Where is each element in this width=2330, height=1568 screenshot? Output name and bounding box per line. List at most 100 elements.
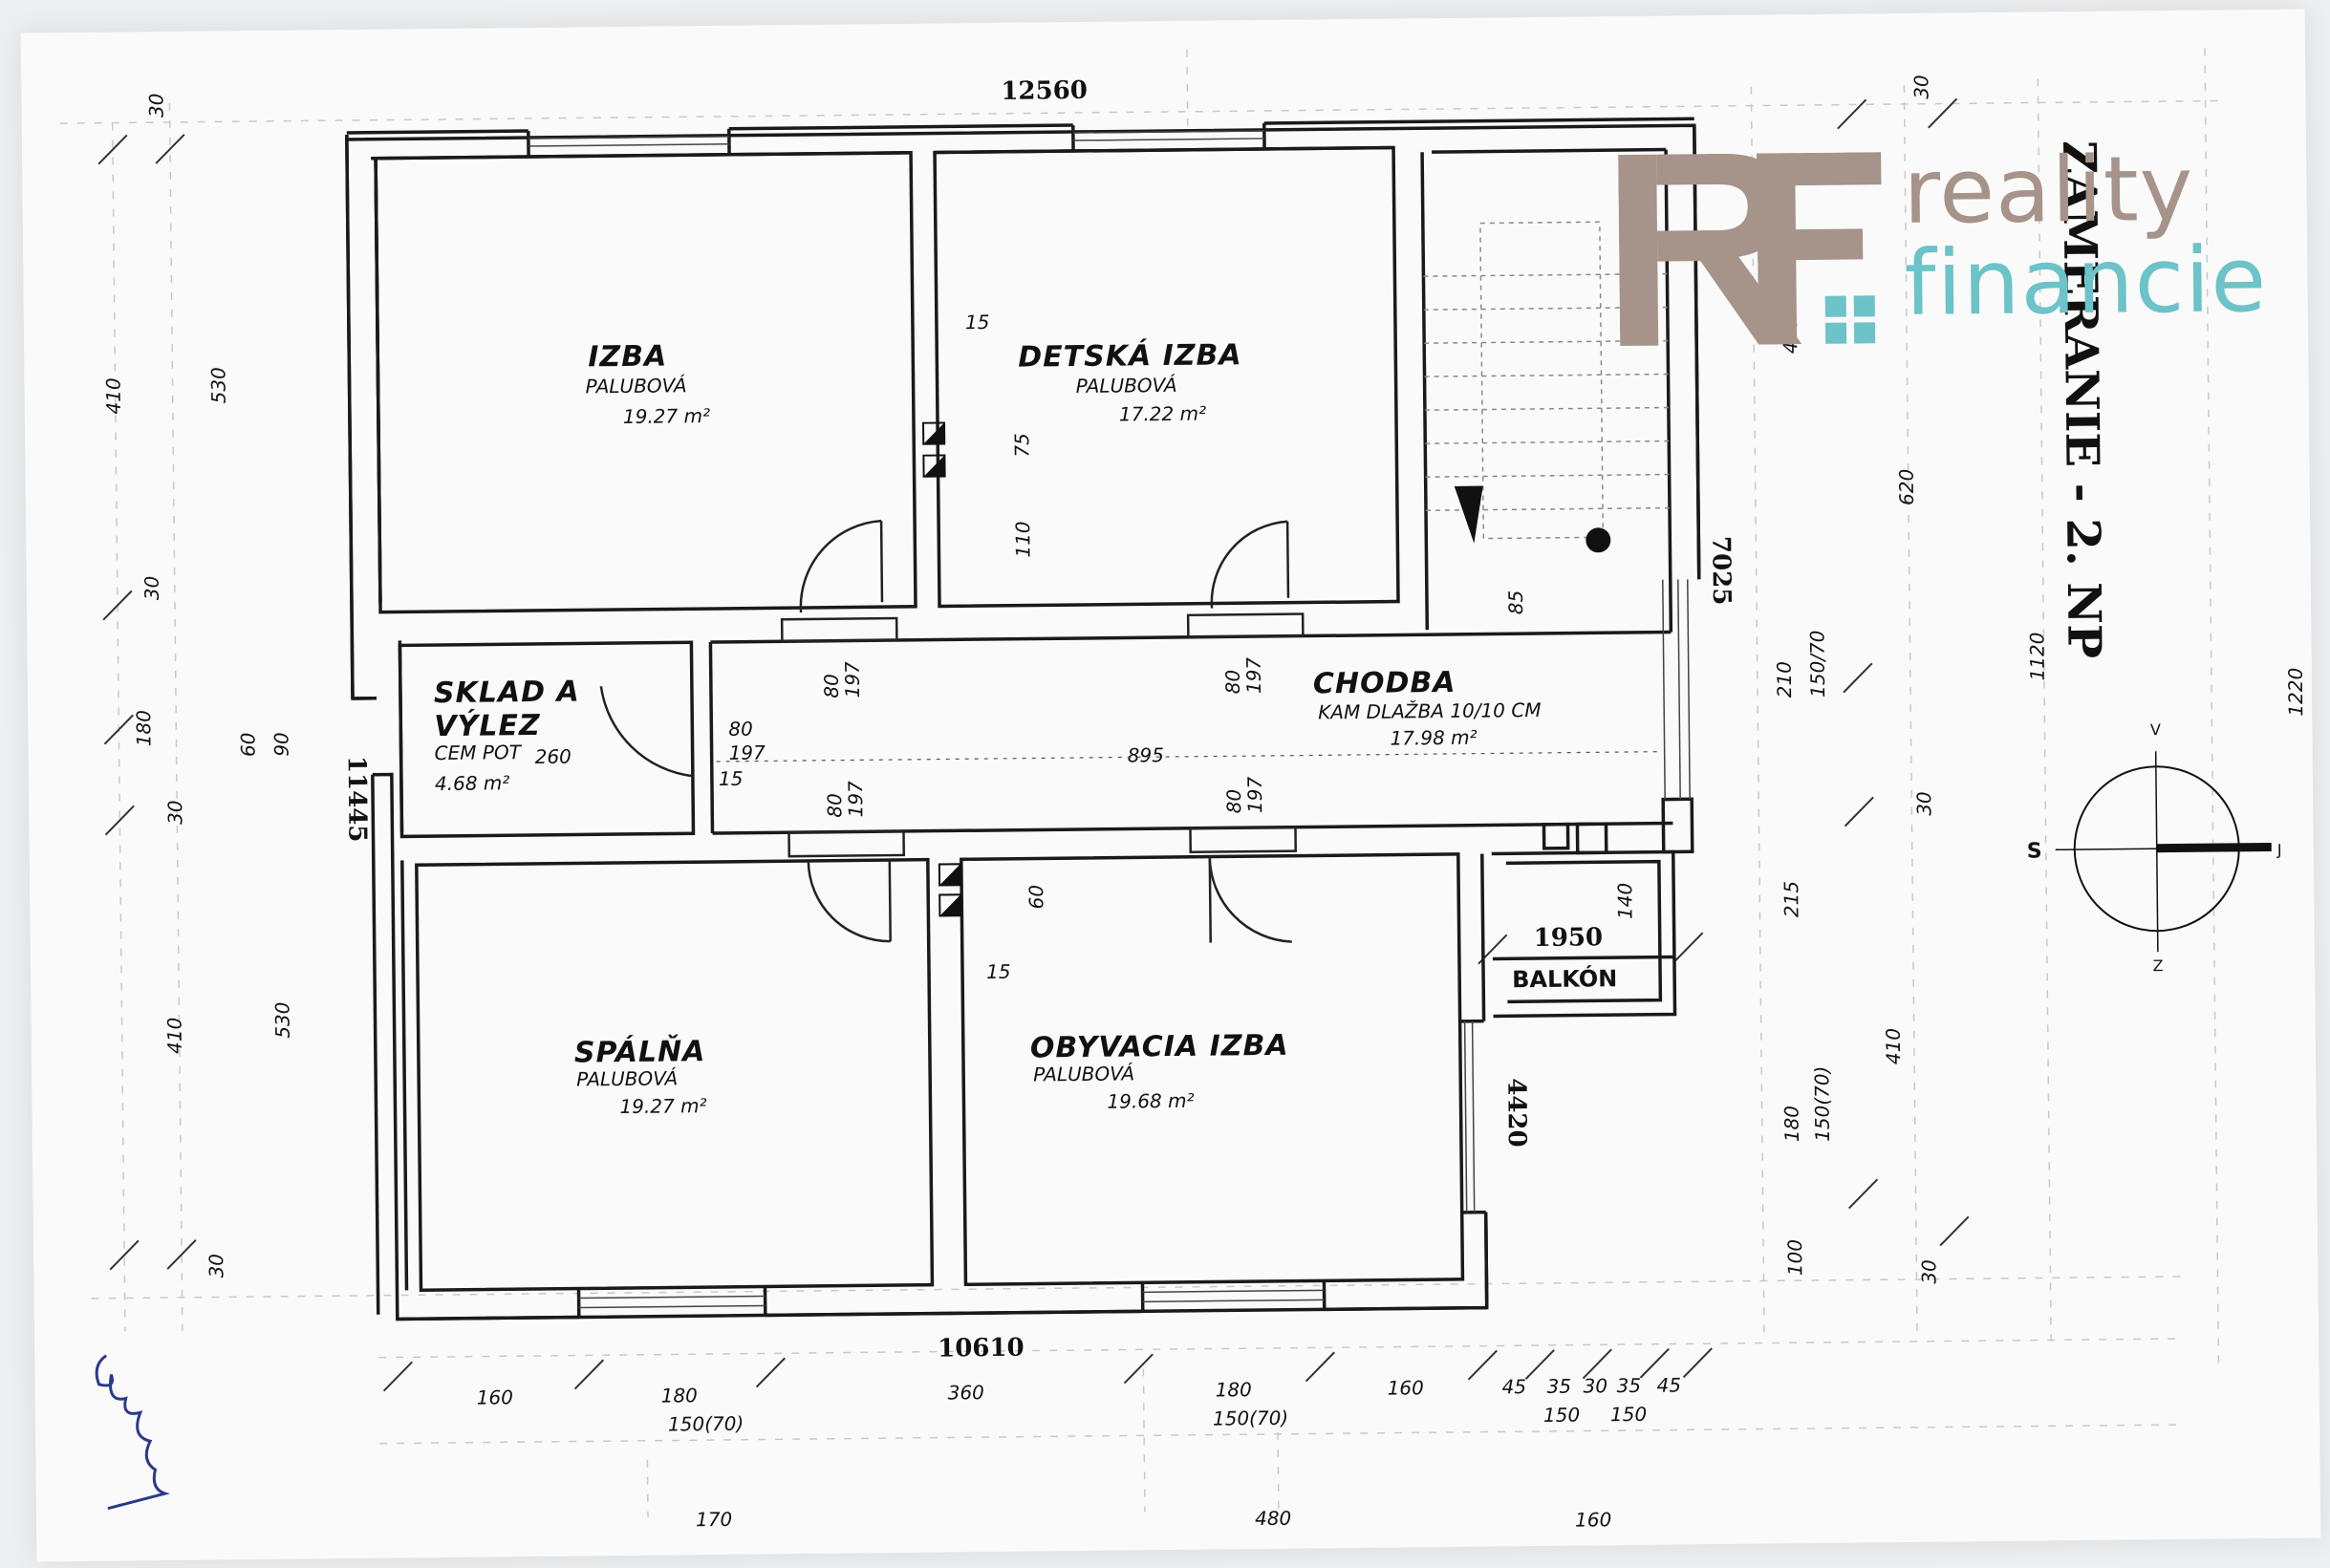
room-izba-area: 19.27 m² <box>623 404 710 428</box>
room-obyvacia-area: 19.68 m² <box>1107 1089 1194 1113</box>
room-spalna-area: 19.27 m² <box>619 1094 706 1118</box>
dim-left-30d: 30 <box>205 1254 227 1278</box>
compass-v-label: V <box>2150 720 2161 739</box>
dim-right-100: 100 <box>1783 1239 1806 1276</box>
room-chodba-area: 17.98 m² <box>1390 726 1477 750</box>
brand-logo: reality financie <box>1618 138 2327 355</box>
dim-bottom-160c: 160 <box>1575 1508 1611 1531</box>
dim-door-80a: 80 <box>820 674 843 698</box>
dim-door-197d: 197 <box>844 781 867 818</box>
dim-bottom-160b: 160 <box>1387 1376 1423 1399</box>
dim-bottom-150a: 150 <box>1543 1404 1580 1427</box>
dim-right-210: 210 <box>1773 661 1796 698</box>
balkon-depth-dim: 140 <box>1613 883 1636 919</box>
compass-rose <box>2055 751 2272 953</box>
compass-s-label: S <box>2027 839 2042 863</box>
dim-right-150-70b: 150(70) <box>1810 1066 1834 1142</box>
dim-right-30a: 30 <box>1909 75 1932 99</box>
compass-z-label: Z <box>2152 956 2163 975</box>
dim-left-30b: 30 <box>140 576 163 601</box>
dim-left-530b: 530 <box>270 1001 293 1038</box>
room-sklad-name-1: SKLAD A <box>434 675 580 710</box>
logo-word-financie: financie <box>1903 227 2268 336</box>
room-sklad-height: 260 <box>535 745 572 768</box>
dim-right-1220: 1220 <box>2284 668 2308 717</box>
dim-bottom-160a: 160 <box>477 1385 513 1408</box>
bottom-dimensions: 160 180 150(70) 360 180 150(70) 160 45 3… <box>477 1373 1682 1531</box>
room-spalna-name: SPÁLŇA <box>574 1034 706 1069</box>
door-dimensions: 80 197 80 197 80 197 80 197 80 197 15 15… <box>719 311 1527 983</box>
left-dimensions: 30 410 30 180 30 410 30 530 60 90 530 <box>101 93 293 1278</box>
dim-wall-85: 85 <box>1504 591 1527 615</box>
stair-arrow-icon <box>1454 485 1483 544</box>
room-chodba-floor: KAM DLAŽBA 10/10 CM <box>1318 698 1542 723</box>
room-detska-name: DETSKÁ IZBA <box>1018 337 1242 374</box>
dim-left-30c: 30 <box>163 800 186 825</box>
walls <box>345 117 1701 1321</box>
room-izba-name: IZBA <box>588 339 667 374</box>
dim-bottom-480: 480 <box>1255 1507 1291 1530</box>
dim-right-215: 215 <box>1780 881 1802 917</box>
dim-right-1120: 1120 <box>2025 632 2049 680</box>
dim-left-180: 180 <box>132 710 155 746</box>
dim-wall-15b: 15 <box>986 960 1011 983</box>
dim-bottom-35b: 35 <box>1616 1374 1641 1397</box>
room-obyvacia-name: OBYVACIA IZBA <box>1030 1029 1289 1065</box>
dim-door-80e: 80 <box>1222 789 1245 814</box>
dim-bottom-45a: 45 <box>1501 1375 1526 1398</box>
room-sklad-area: 4.68 m² <box>435 771 510 795</box>
windows <box>528 130 1691 1309</box>
room-balkon-name: BALKÓN <box>1512 963 1617 993</box>
dim-top-total: 12560 <box>1001 76 1088 106</box>
compass-j-label: J <box>2276 841 2282 859</box>
dim-left-total: 11445 <box>342 756 372 843</box>
corridor-length-dim: 895 <box>1128 743 1164 766</box>
dim-bottom-150-70a: 150(70) <box>668 1412 744 1436</box>
dim-door-197e: 197 <box>1243 777 1266 814</box>
dim-bottom-150-70b: 150(70) <box>1213 1407 1288 1430</box>
floor-plan-drawing: S V Z J IZBA PALUBOVÁ 19.27 m² DETSKÁ IZ… <box>59 48 2308 1532</box>
dim-bottom-180a: 180 <box>661 1384 698 1407</box>
room-sklad-floor: CEM POT <box>434 741 522 764</box>
chimney-symbols <box>922 421 962 917</box>
dim-bottom-35a: 35 <box>1546 1375 1571 1398</box>
dim-wall-15a: 15 <box>965 311 990 333</box>
dim-right-150-70a: 150/70 <box>1805 630 1829 698</box>
dim-right-180: 180 <box>1780 1106 1803 1142</box>
dim-door-197c: 197 <box>728 741 766 763</box>
dim-right-410: 410 <box>1882 1028 1905 1064</box>
dim-door-80c: 80 <box>728 718 753 741</box>
dim-bottom-45b: 45 <box>1656 1373 1681 1396</box>
dim-right-lower: 4420 <box>1501 1078 1531 1148</box>
dim-door-197b: 197 <box>1242 657 1265 695</box>
handwritten-signature <box>95 1354 171 1511</box>
doors <box>599 519 1305 943</box>
dim-bottom-150b: 150 <box>1610 1403 1647 1426</box>
floor-plan-sheet: S V Z J IZBA PALUBOVÁ 19.27 m² DETSKÁ IZ… <box>20 9 2321 1562</box>
chimney-point-icon <box>1586 527 1611 553</box>
dim-left-410a: 410 <box>101 377 124 414</box>
dim-left-60: 60 <box>236 733 259 758</box>
dim-bottom-30: 30 <box>1583 1374 1607 1397</box>
dim-wall-60: 60 <box>1025 885 1047 910</box>
dim-right-upper: 7025 <box>1706 536 1736 606</box>
dim-right-30b: 30 <box>1912 791 1935 816</box>
dim-bottom-360: 360 <box>948 1381 984 1404</box>
dim-bottom-170: 170 <box>696 1508 732 1531</box>
dim-bottom-180b: 180 <box>1216 1378 1252 1401</box>
dim-door-80d: 80 <box>823 793 846 818</box>
dimension-ticks <box>97 97 1970 1392</box>
dim-left-410b: 410 <box>162 1018 185 1054</box>
right-dimensions: 30 415 620 210 150/70 30 215 410 180 150… <box>1773 75 2308 1284</box>
dim-left-30a: 30 <box>144 93 167 118</box>
dim-right-30c: 30 <box>1917 1259 1940 1284</box>
corridor-dim-line <box>716 751 1663 763</box>
room-obyvacia-floor: PALUBOVÁ <box>1033 1062 1134 1085</box>
rf-logo-mark-icon <box>1618 152 1882 347</box>
dim-door-197a: 197 <box>841 661 864 698</box>
dim-door-15: 15 <box>719 767 744 790</box>
dim-bottom-total: 10610 <box>938 1334 1025 1364</box>
room-spalna-floor: PALUBOVÁ <box>576 1066 678 1090</box>
dim-left-530a: 530 <box>206 367 229 403</box>
room-izba-floor: PALUBOVÁ <box>585 374 686 397</box>
